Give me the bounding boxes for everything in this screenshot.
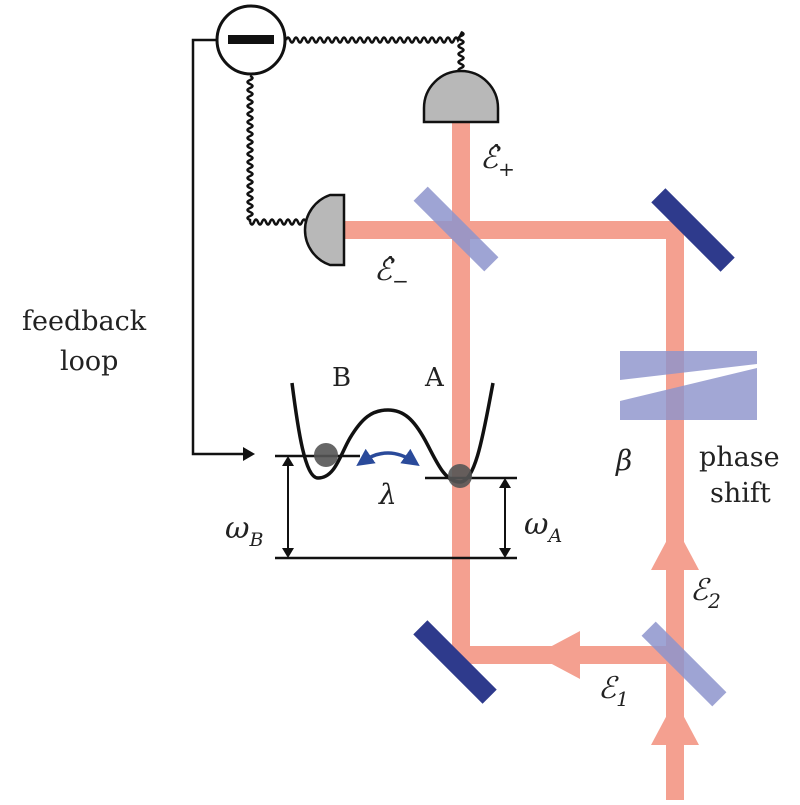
subtractor xyxy=(215,4,287,76)
laser-beams xyxy=(342,118,699,800)
omega-b-arrow-top xyxy=(282,456,294,466)
feedback-label-line2: loop xyxy=(60,346,118,377)
well-label-b: B xyxy=(332,363,351,393)
coil-subtractor-top xyxy=(284,31,464,44)
coil-subtractor-down xyxy=(246,74,254,222)
omega-b-arrow-bottom xyxy=(282,548,294,558)
e-plus-label: ℰ̂+ xyxy=(480,141,515,181)
omega-a-label: ωA xyxy=(524,507,562,547)
e2-label: ℰ2 xyxy=(690,573,721,613)
particle-a xyxy=(448,464,472,488)
mirrors xyxy=(413,188,735,704)
omega-a-arrow-top xyxy=(499,478,511,488)
particle-b xyxy=(314,443,338,467)
double-well xyxy=(275,382,517,560)
phase-shift-label-line2: shift xyxy=(710,478,771,509)
feedback-label-line1: feedback xyxy=(22,306,147,337)
feedback-arrowhead xyxy=(243,447,255,461)
beamsplitter-bottom xyxy=(641,621,727,707)
well-label-a: A xyxy=(424,363,445,393)
omega-b-label: ωB xyxy=(225,511,263,551)
beam-arrow-e2 xyxy=(651,525,699,570)
beam-arrow-e1 xyxy=(535,631,580,679)
tunneling-arrow xyxy=(356,448,420,466)
photodetector-icon xyxy=(422,69,500,124)
beamsplitter-top xyxy=(413,186,499,272)
detector-top xyxy=(422,69,500,124)
beam-top xyxy=(342,221,684,239)
minus-sign xyxy=(228,35,274,44)
beta-label: β xyxy=(615,444,632,477)
mirror-bottom-left xyxy=(413,620,497,704)
phase-wedge-upper xyxy=(620,351,757,380)
coil-to-left-detector xyxy=(248,218,308,226)
phase-shifter xyxy=(620,351,757,420)
photodetector-icon xyxy=(303,193,346,267)
beam-arrow-input xyxy=(651,700,699,745)
detector-left xyxy=(303,193,346,267)
mirror-top-right xyxy=(651,188,735,272)
omega-a-arrow-bottom xyxy=(499,548,511,558)
beam-arm-a xyxy=(452,118,470,664)
feedback-loop-line xyxy=(191,38,245,456)
phase-wedge-lower xyxy=(620,368,757,420)
beam-splitters xyxy=(413,186,727,707)
lambda-label: λ xyxy=(378,478,397,511)
e1-label: ℰ1 xyxy=(598,671,629,711)
e-minus-label: ℰ̂− xyxy=(374,253,409,293)
phase-shift-label-line1: phase xyxy=(699,442,780,473)
